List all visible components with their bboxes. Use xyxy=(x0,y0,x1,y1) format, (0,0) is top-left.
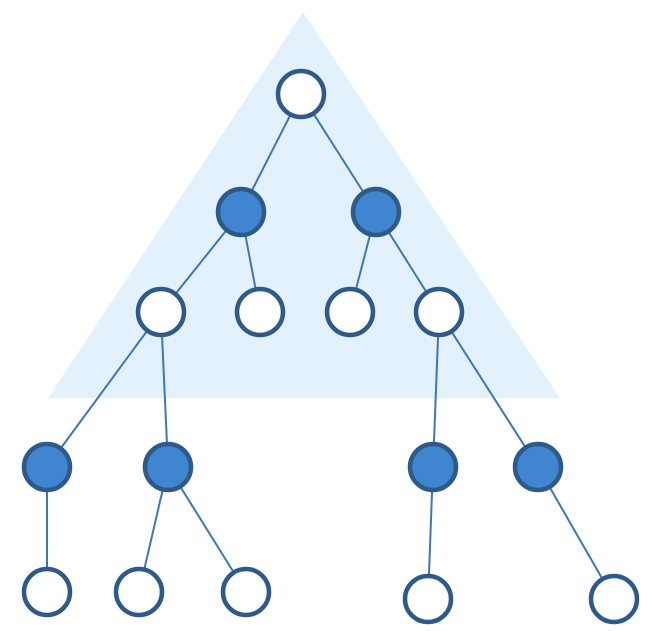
tree-node-l3-b xyxy=(142,441,194,493)
tree-node-l4-a xyxy=(21,566,73,618)
edge-l2-a-to-l3-b xyxy=(161,334,168,445)
tree-node-l3-a xyxy=(21,441,73,493)
edges-layer xyxy=(46,112,604,580)
edge-l1-right-to-l2-c xyxy=(354,234,372,290)
edge-l2-d-to-l3-d xyxy=(450,330,527,449)
tree-node-root xyxy=(275,68,327,120)
edge-l2-d-to-l3-c xyxy=(432,334,440,445)
edge-l3-d-to-l4-e xyxy=(548,486,604,580)
tree-node-l4-b xyxy=(113,566,165,618)
edge-root-to-l1-right xyxy=(312,112,365,194)
tree-node-l3-c xyxy=(407,441,459,493)
edge-l1-left-to-l2-b xyxy=(244,234,257,290)
edge-l1-left-to-l2-a xyxy=(174,229,228,295)
edge-l3-b-to-l4-b xyxy=(143,489,164,570)
tree-node-l1-left xyxy=(215,186,267,238)
tree-node-l4-e xyxy=(588,573,640,625)
nodes-layer xyxy=(21,68,640,625)
tree-node-l2-c xyxy=(324,286,376,338)
tree-node-l2-a xyxy=(135,286,187,338)
edge-l1-right-to-l2-d xyxy=(387,230,428,294)
edge-l3-b-to-l4-c xyxy=(179,485,235,574)
edge-root-to-l1-left xyxy=(250,114,292,192)
tree-node-l2-d xyxy=(413,286,465,338)
tree-node-l3-d xyxy=(512,441,564,493)
edge-l3-c-to-l4-d xyxy=(427,489,434,577)
tree-node-l2-b xyxy=(234,286,286,338)
tree-node-l4-d xyxy=(402,573,454,625)
edge-l2-a-to-l3-a xyxy=(59,329,149,450)
tree-node-l1-right xyxy=(350,186,402,238)
tree-node-l4-c xyxy=(220,566,272,618)
